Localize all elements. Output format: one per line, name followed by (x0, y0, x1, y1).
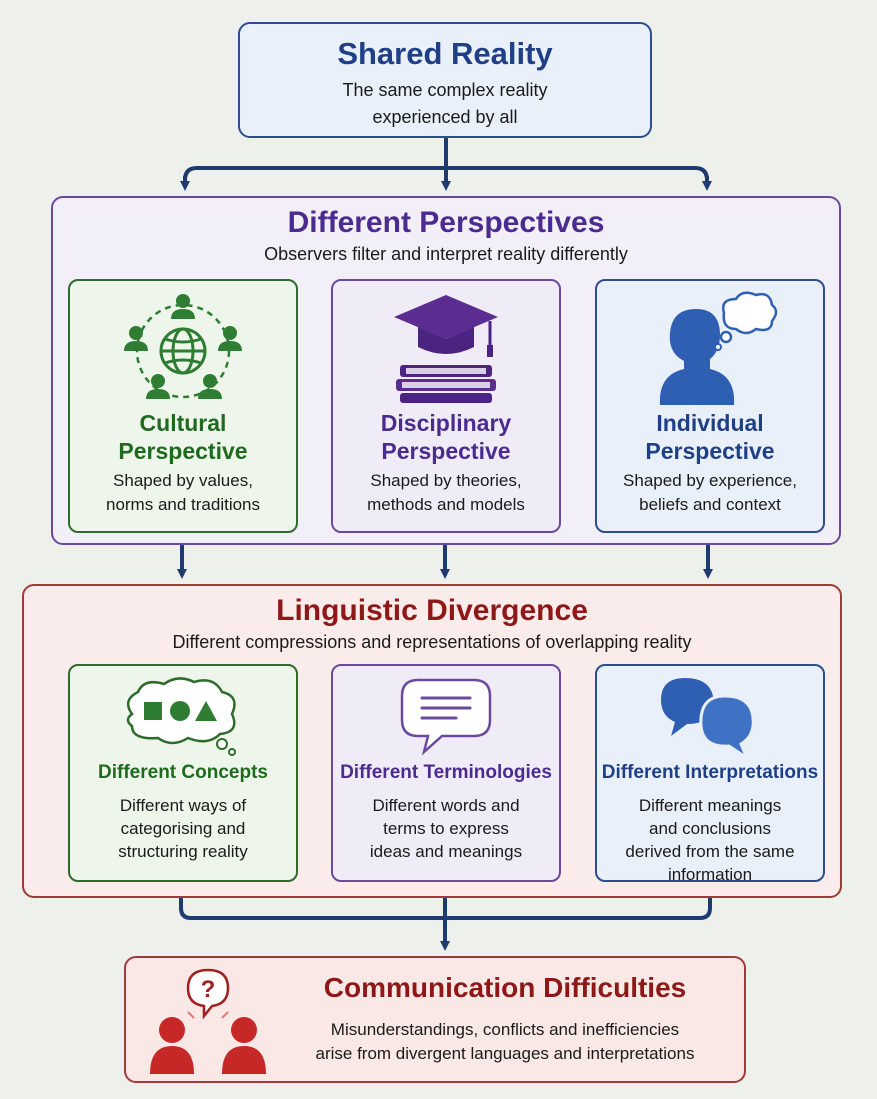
shared-reality-box: Shared Reality The same complex reality … (238, 22, 652, 138)
disciplinary-title-line2: Perspective (381, 438, 511, 464)
different-interpretations-card: Different Interpretations Different mean… (595, 664, 825, 884)
terminologies-desc-line3: ideas and meanings (369, 842, 523, 861)
communication-title: Communication Difficulties (323, 972, 687, 1003)
concepts-title: Different Concepts (98, 762, 268, 783)
communication-desc-line2: arise from divergent languages and inter… (315, 1044, 695, 1063)
perspectives-panel: Different Perspectives Observers filter … (51, 196, 841, 545)
speech-bubble-icon (400, 678, 492, 756)
concepts-desc-line1: Different ways of (119, 796, 247, 815)
disciplinary-perspective-card: Disciplinary Perspective Shaped by theor… (331, 279, 561, 533)
shared-reality-line1: The same complex reality (342, 80, 548, 100)
interpretations-desc-line4: information (667, 865, 753, 884)
individual-desc-line2: beliefs and context (639, 495, 781, 514)
different-concepts-card: Different Concepts Different ways of cat… (68, 664, 298, 882)
perspectives-title: Different Perspectives (287, 206, 605, 239)
communication-difficulties-box: ? Communication Difficulties Misundersta… (124, 956, 746, 1083)
individual-title-line1: Individual (656, 410, 764, 436)
question-mark: ? (201, 976, 216, 1003)
cultural-perspective-card: Cultural Perspective Shaped by values, n… (68, 279, 298, 533)
communication-desc-line1: Misunderstandings, conflicts and ineffic… (330, 1020, 680, 1039)
different-terminologies-card: Different Terminologies Different words … (331, 664, 561, 882)
interpretations-title: Different Interpretations (601, 762, 819, 783)
concepts-desc-line3: structuring reality (118, 842, 248, 861)
cultural-desc-line2: norms and traditions (105, 495, 261, 514)
interpretations-desc-line1: Different meanings (638, 796, 782, 815)
disciplinary-title-line1: Disciplinary (380, 410, 512, 436)
concepts-desc-line2: categorising and (120, 819, 246, 838)
terminologies-desc-line2: terms to express (383, 819, 509, 838)
interpretations-desc-line3: derived from the same (625, 842, 795, 861)
interpretations-desc-line2: and conclusions (649, 819, 771, 838)
graduation-cap-books-icon (394, 295, 498, 403)
cultural-title-line2: Perspective (118, 438, 248, 464)
globe-people-icon (124, 294, 242, 399)
chat-bubbles-icon (661, 678, 755, 760)
linguistic-subtitle: Different compressions and representatio… (172, 632, 692, 652)
shared-reality-line2: experienced by all (372, 107, 518, 127)
cultural-desc-line1: Shaped by values, (113, 471, 253, 490)
individual-perspective-card: Individual Perspective Shaped by experie… (595, 279, 825, 533)
individual-desc-line1: Shaped by experience, (623, 471, 797, 490)
shapes-thought-icon (126, 677, 236, 756)
disciplinary-desc-line2: methods and models (367, 495, 525, 514)
disciplinary-desc-line1: Shaped by theories, (370, 471, 522, 490)
shared-reality-title: Shared Reality (337, 36, 553, 71)
terminologies-desc-line1: Different words and (372, 796, 520, 815)
confused-people-icon: ? (150, 968, 266, 1074)
terminologies-title: Different Terminologies (340, 762, 552, 783)
linguistic-divergence-panel: Linguistic Divergence Different compress… (22, 584, 842, 898)
cultural-title-line1: Cultural (139, 410, 227, 436)
perspectives-subtitle: Observers filter and interpret reality d… (264, 244, 628, 264)
person-thought-icon (659, 291, 778, 405)
individual-title-line2: Perspective (645, 438, 775, 464)
linguistic-title: Linguistic Divergence (276, 594, 588, 627)
